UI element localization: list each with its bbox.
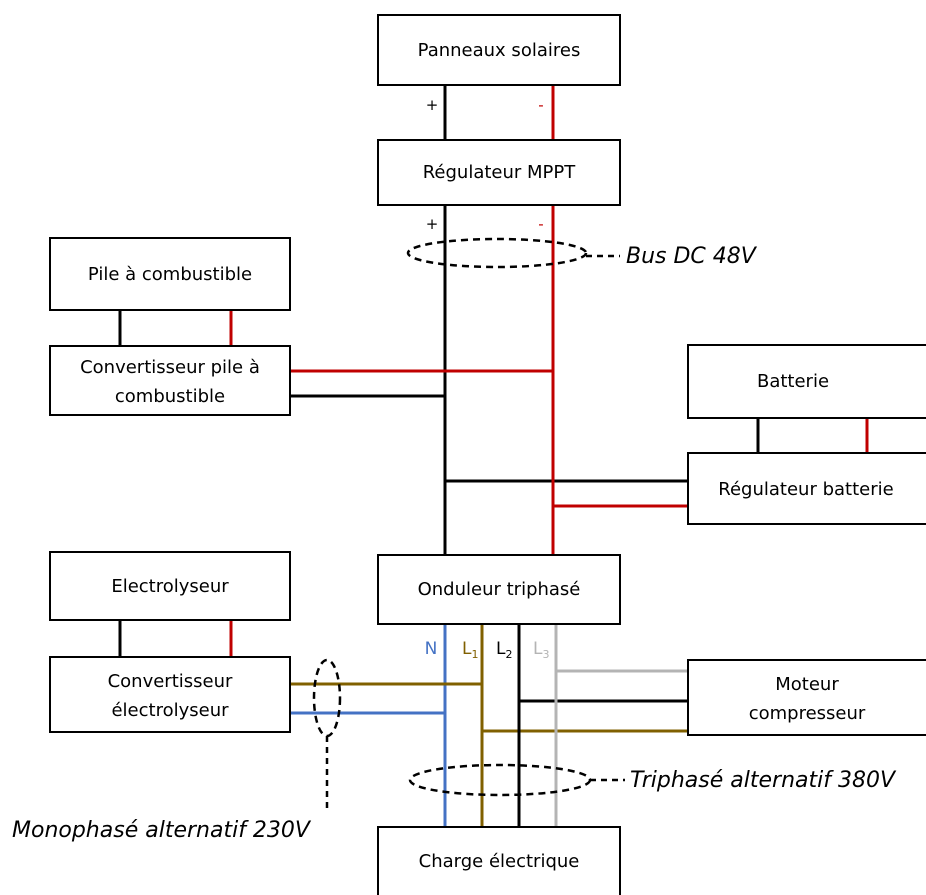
solar-minus-sign: - — [538, 96, 543, 114]
solar-plus-sign: + — [426, 96, 439, 114]
inverter-label: Onduleur triphasé — [418, 579, 581, 600]
fuel-cell-converter-block: Convertisseur pile à combustible — [49, 345, 291, 416]
dc-negative-wires — [229, 85, 869, 657]
compressor-motor-block: Moteur compresseur — [687, 659, 926, 736]
electrical-load-label: Charge électrique — [419, 851, 580, 872]
phase-l2-label: L2 — [496, 639, 512, 661]
battery-regulator-label: Régulateur batterie — [718, 479, 893, 500]
battery-regulator-block: Régulateur batterie — [687, 452, 926, 525]
single-phase-ellipse — [312, 658, 342, 738]
battery-label: Batterie — [757, 371, 829, 392]
electrical-load-block: Charge électrique — [377, 826, 621, 895]
fuel-cell-block: Pile à combustible — [49, 237, 291, 311]
dc-bus-label: Bus DC 48V — [626, 244, 758, 269]
single-phase-label: Monophasé alternatif 230V — [12, 818, 312, 843]
fuel-cell-label: Pile à combustible — [88, 264, 252, 285]
mppt-plus-sign: + — [426, 215, 439, 233]
compressor-motor-label-line2: compresseur — [749, 703, 866, 724]
three-phase-label: Triphasé alternatif 380V — [630, 768, 897, 793]
mppt-regulator-block: Régulateur MPPT — [377, 139, 621, 206]
battery-block: Batterie — [687, 344, 926, 419]
dc-bus-annotation: Bus DC 48V — [406, 237, 758, 269]
phase-n-label: N — [425, 639, 438, 659]
electrolyser-label: Electrolyseur — [111, 576, 229, 597]
solar-panels-block: Panneaux solaires — [377, 14, 621, 86]
fuel-cell-converter-label-line2: combustible — [115, 386, 225, 407]
electrolyser-converter-label-line2: électrolyseur — [111, 700, 229, 721]
dc-positive-wires — [118, 85, 760, 657]
phase-l1-label: L1 — [462, 639, 478, 661]
three-phase-ellipse — [408, 763, 592, 797]
dc-bus-ellipse — [406, 237, 588, 269]
single-phase-annotation: Monophasé alternatif 230V — [12, 658, 342, 843]
inverter-block: Onduleur triphasé — [377, 554, 621, 625]
three-phase-annotation: Triphasé alternatif 380V — [408, 763, 897, 797]
phase-l3-label: L3 — [533, 639, 549, 661]
electrolyser-converter-block: Convertisseur électrolyseur — [49, 656, 291, 733]
electrolyser-block: Electrolyseur — [49, 551, 291, 621]
electrolyser-converter-label-line1: Convertisseur — [108, 671, 233, 692]
mppt-regulator-label: Régulateur MPPT — [423, 162, 577, 183]
compressor-motor-label-line1: Moteur — [775, 674, 839, 695]
ac-wires — [290, 624, 688, 827]
solar-panels-label: Panneaux solaires — [418, 40, 581, 61]
fuel-cell-converter-label-line1: Convertisseur pile à — [80, 357, 260, 378]
mppt-minus-sign: - — [538, 215, 543, 233]
